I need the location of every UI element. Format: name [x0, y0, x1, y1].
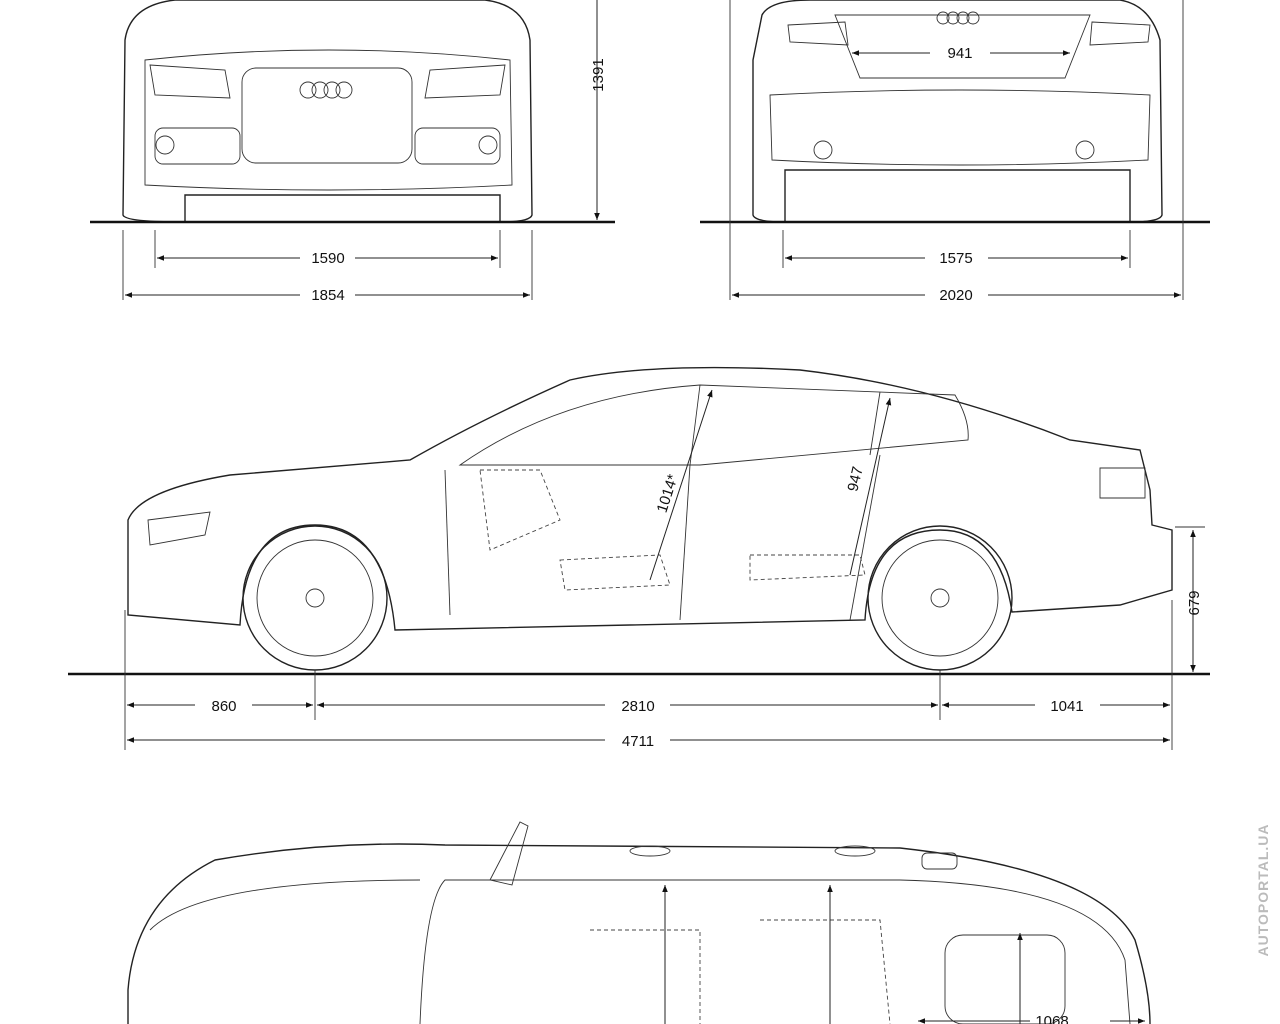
- rear-headroom-label: 947: [845, 465, 867, 493]
- front-view: 1590 1854 1391: [90, 0, 615, 304]
- front-grille: [241, 67, 413, 164]
- rear-wheel: [867, 525, 1013, 671]
- front-wheel: [242, 525, 388, 671]
- front-headroom-label: 1014*: [654, 472, 682, 515]
- trunk-opening-label: 941: [947, 45, 972, 62]
- side-view: 1014* 947 679 860 2810 1041 4711: [68, 366, 1210, 750]
- width-with-mirrors-label: 2020: [939, 287, 972, 304]
- side-mirror: [489, 821, 529, 886]
- rear-overhang-label: 1041: [1050, 698, 1083, 715]
- front-overhang-label: 860: [211, 698, 236, 715]
- trunk-width-label: 1068: [1035, 1013, 1068, 1024]
- watermark: AUTOPORTAL.UA: [1255, 823, 1271, 956]
- width-label: 1854: [311, 287, 344, 304]
- front-track-label: 1590: [311, 250, 344, 267]
- audi-rings-logo: [936, 11, 980, 25]
- length-label: 4711: [622, 733, 654, 750]
- top-view: 1068: [127, 821, 1151, 1024]
- audi-rings-logo: [299, 81, 353, 99]
- wheelbase-label: 2810: [621, 698, 654, 715]
- rear-view: 941 1575 2020: [700, 0, 1210, 304]
- height-label: 1391: [590, 58, 607, 91]
- rear-track-label: 1575: [939, 250, 972, 267]
- loading-height-label: 679: [1186, 590, 1203, 615]
